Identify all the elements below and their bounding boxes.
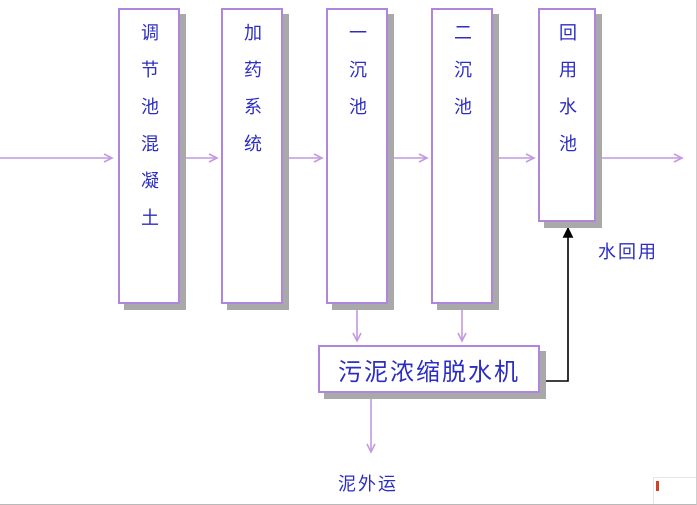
corner-artifact [653, 477, 696, 504]
process-box-label: 二沉池 [452, 23, 472, 134]
process-box-label: 回用水池 [557, 23, 577, 171]
process-box-dosing-system: 加药系统 [221, 8, 283, 304]
machine-label: 污泥浓缩脱水机 [338, 359, 520, 386]
annotation-water-reuse: 水回用 [598, 242, 658, 262]
process-box-secondary-sedimentation: 二沉池 [431, 8, 493, 304]
process-box-sludge-dewatering-machine: 污泥浓缩脱水机 [318, 345, 540, 393]
corner-artifact-mark [656, 481, 659, 491]
process-box-label: 加药系统 [242, 23, 262, 171]
process-box-label: 一沉池 [347, 23, 367, 134]
process-box-label: 调节池混凝土 [139, 23, 159, 245]
process-box-primary-sedimentation: 一沉池 [326, 8, 388, 304]
arrow-machine-reuse-pool [540, 226, 574, 382]
process-box-reuse-pool: 回用水池 [538, 8, 596, 222]
annotation-sludge-out: 泥外运 [338, 474, 398, 494]
process-box-regulating-pool: 调节池混凝土 [118, 8, 180, 304]
